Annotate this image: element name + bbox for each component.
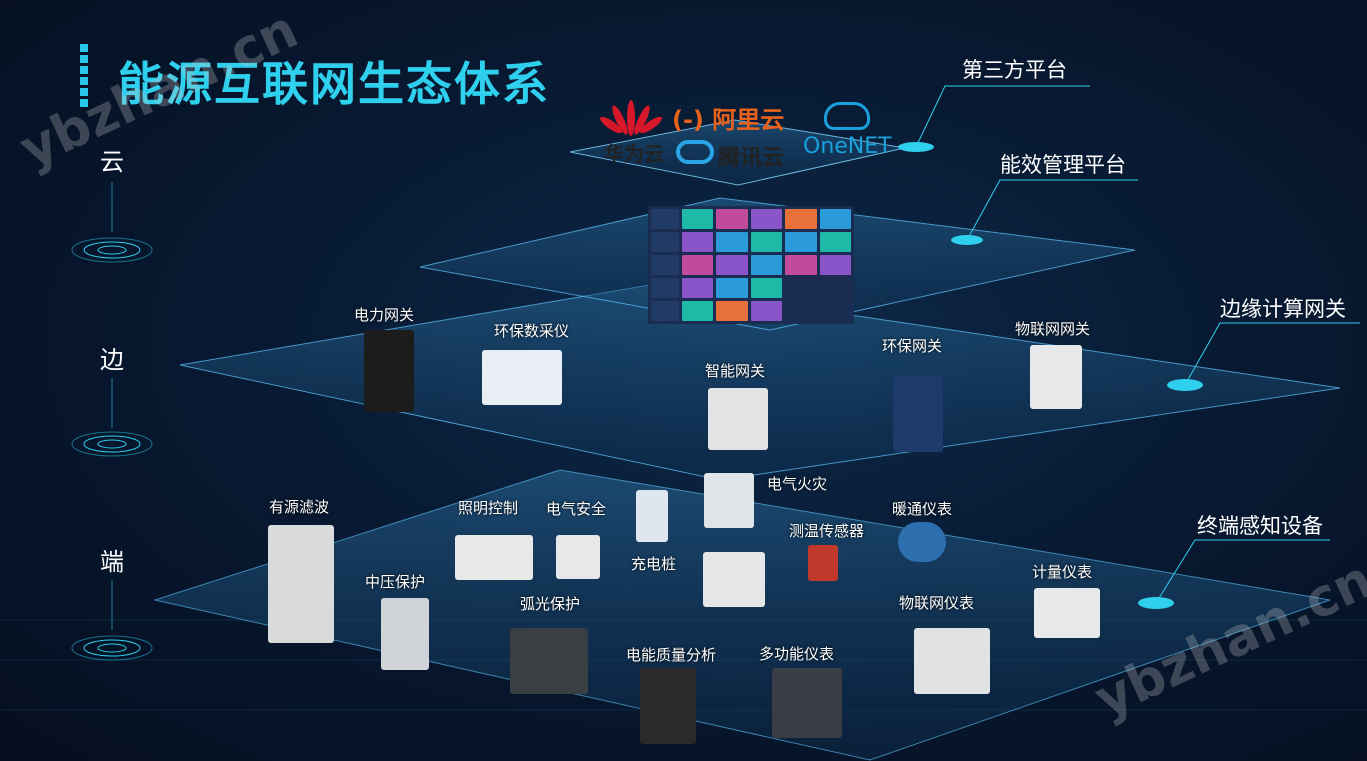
label-third-party: 第三方平台 <box>962 58 1067 82</box>
label-power-gateway: 电力网关 <box>354 306 415 324</box>
label-iot-meter: 物联网仪表 <box>899 594 975 612</box>
label-iot-gateway: 物联网网关 <box>1015 320 1091 338</box>
edge-ring-icon <box>71 431 153 457</box>
aliyun-text: 阿里云 <box>712 106 785 134</box>
power-gateway-device <box>364 330 414 412</box>
mv-protection-device <box>381 598 429 670</box>
terminal-plane <box>153 469 1331 761</box>
label-multifunction-meter: 多功能仪表 <box>759 645 835 663</box>
env-data-collector-device <box>482 350 562 405</box>
terminal-ring-icon <box>71 635 153 661</box>
page-title: 能源互联网生态体系 <box>118 57 550 111</box>
label-env-gateway: 环保网关 <box>882 337 943 355</box>
iot-gateway-device <box>1030 345 1082 409</box>
arc-protection-device <box>510 628 588 694</box>
label-hvac-meter: 暖通仪表 <box>892 500 953 518</box>
hvac-meter-device <box>898 522 946 562</box>
multi-meter-small-device <box>703 552 765 607</box>
metering-meter-device <box>1034 588 1100 638</box>
smart-gateway-device <box>708 388 768 450</box>
aliyun-logo: (-) 阿里云 <box>672 100 784 135</box>
cloud-ring-icon <box>71 237 153 263</box>
label-electrical-safety: 电气安全 <box>546 500 607 518</box>
title-accent-bar <box>80 44 88 110</box>
aliyun-mark-icon: (-) <box>672 106 704 134</box>
electrical-fire-device <box>704 473 754 528</box>
edge-plane <box>179 284 1341 481</box>
charging-pile-device <box>636 490 668 542</box>
label-lighting-control: 照明控制 <box>458 499 519 517</box>
label-metering-meter: 计量仪表 <box>1032 563 1093 581</box>
active-filter-device <box>268 525 334 643</box>
label-mv-protection: 中压保护 <box>365 573 426 591</box>
onenet-text: OneNET <box>803 134 892 159</box>
label-arc-protection: 弧光保护 <box>520 595 581 613</box>
label-power-quality: 电能质量分析 <box>626 646 717 664</box>
tencent-cloud-text: 腾讯云 <box>718 146 785 171</box>
lighting-control-device <box>455 535 533 580</box>
huawei-cloud-text: 华为云 <box>604 142 664 166</box>
label-charging-pile: 充电桩 <box>631 555 677 573</box>
huawei-logo-icon <box>600 100 662 136</box>
env-gateway-device <box>893 376 943 452</box>
onenet-cloud-icon <box>824 102 870 130</box>
axis-cloud: 云 <box>100 148 124 176</box>
axis-terminal: 端 <box>100 548 124 576</box>
power-quality-analyzer-device <box>640 668 696 744</box>
label-energy-platform: 能效管理平台 <box>1000 153 1126 177</box>
axis-edge: 边 <box>100 346 124 374</box>
energy-platform-dashboard <box>648 206 854 324</box>
iot-meter-device <box>914 628 990 694</box>
label-terminal-devices: 终端感知设备 <box>1197 514 1323 538</box>
label-electrical-fire: 电气火灾 <box>767 475 828 493</box>
temp-sensor-device <box>808 545 838 581</box>
label-temp-sensor: 测温传感器 <box>789 522 865 540</box>
label-edge-gateway: 边缘计算网关 <box>1220 297 1346 321</box>
multifunction-meter-device <box>772 668 842 738</box>
label-active-filter: 有源滤波 <box>269 498 330 516</box>
label-smart-gateway: 智能网关 <box>705 362 766 380</box>
tencent-cloud-icon <box>676 140 714 164</box>
label-env-collector: 环保数采仪 <box>494 322 570 340</box>
electrical-safety-device <box>556 535 600 579</box>
